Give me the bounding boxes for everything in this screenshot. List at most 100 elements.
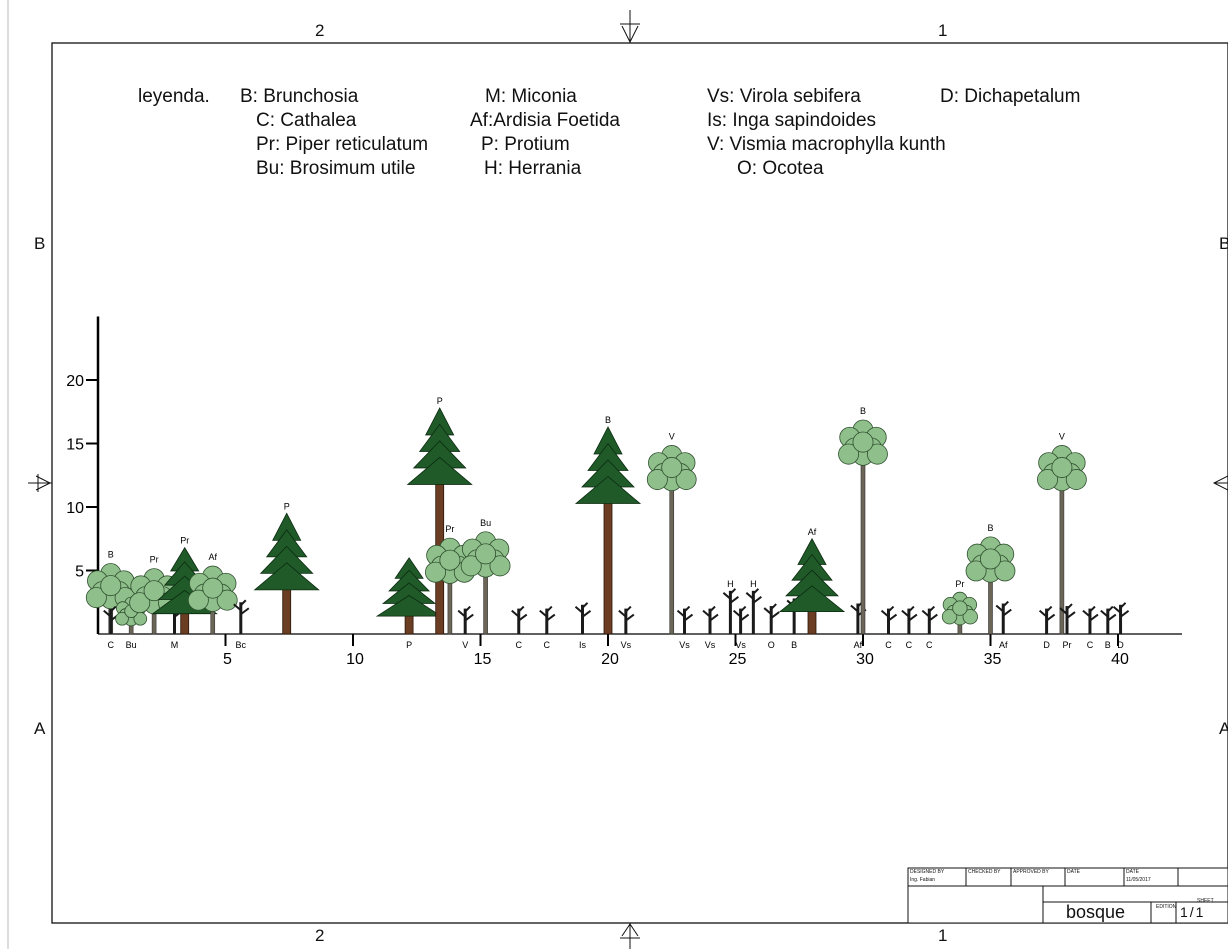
branch: [1089, 605, 1096, 613]
branch: [770, 603, 777, 610]
x-tick-label: 40: [1111, 651, 1129, 668]
branch: [240, 607, 250, 616]
leaf-cluster: [965, 560, 987, 582]
tree-label: B: [860, 406, 866, 416]
tree-label: P: [284, 501, 290, 511]
branch: [574, 606, 584, 614]
tree-label: Bu: [126, 640, 137, 650]
crown-tier: [574, 475, 642, 504]
tree-label: Pr: [1063, 640, 1072, 650]
branch: [921, 609, 930, 618]
tree-shrub: [702, 605, 719, 634]
leaf-cluster: [1037, 469, 1058, 490]
tree-round: [187, 565, 238, 635]
tree-label: O: [768, 640, 775, 650]
title-block: [907, 867, 1228, 924]
branch: [625, 605, 632, 613]
tree-label: Af: [208, 552, 217, 562]
top-center-marker: [620, 10, 640, 44]
branch: [1045, 605, 1053, 613]
branch: [1112, 606, 1122, 614]
branch: [539, 609, 548, 618]
tree-label: C: [1087, 640, 1094, 650]
branch: [709, 605, 716, 613]
x-tick-label: 10: [346, 651, 364, 668]
leaf-cluster: [838, 443, 860, 465]
tree-shrub: [233, 599, 250, 634]
branch: [1107, 613, 1117, 622]
tree-label: D: [1117, 640, 1124, 650]
tree-label: C: [926, 640, 933, 650]
zone-right-a: A: [1219, 719, 1228, 738]
checked-by-label: CHECKED BY: [968, 869, 1001, 875]
branch: [511, 609, 520, 618]
tree-label: V: [669, 432, 675, 442]
y-tick-label: 15: [66, 437, 84, 454]
branch: [618, 609, 627, 618]
sheet-number: 1/1: [1180, 904, 1206, 920]
leaf-cluster: [425, 561, 446, 583]
branch: [1066, 603, 1073, 610]
tree-label: B: [791, 640, 797, 650]
leaf-cluster: [85, 587, 107, 609]
legend-item: B: Brunchosia: [240, 86, 359, 107]
tree-label: P: [437, 396, 443, 406]
tree-label: Pr: [180, 536, 189, 546]
leaf-cluster: [1051, 457, 1073, 478]
leaf-cluster: [460, 555, 482, 577]
tree-label: H: [727, 579, 734, 589]
tree-label: C: [516, 640, 523, 650]
tree-label: Pr: [150, 555, 159, 565]
tree-conifer: [375, 557, 443, 635]
leaf-cluster: [216, 589, 238, 611]
tree-shrub: [880, 605, 898, 634]
branch: [729, 588, 737, 595]
tree-label: C: [544, 640, 551, 650]
legend-item: H: Herrania: [484, 158, 582, 179]
legend-item: M: Miconia: [485, 86, 577, 107]
branch: [240, 599, 247, 606]
leaf-cluster: [994, 560, 1016, 582]
x-tick-label: 30: [856, 651, 874, 668]
branch: [739, 613, 750, 622]
tree-label: C: [108, 640, 115, 650]
designed-by-value: Ing. Fabian: [910, 877, 936, 883]
tree-label: B: [605, 415, 611, 425]
tree-shrub: [676, 605, 694, 634]
x-tick-label: 25: [729, 651, 747, 668]
leaf-cluster: [475, 543, 497, 565]
legend-item: Bu: Brosimum utile: [256, 158, 416, 179]
branch: [625, 613, 635, 622]
branch: [722, 592, 732, 600]
right-center-marker: [1212, 475, 1228, 491]
tree-shrub: [618, 605, 635, 634]
tree-shrub: [921, 605, 938, 634]
tree-shrub: [745, 588, 762, 634]
leaf-cluster: [866, 443, 888, 465]
tree-label: C: [885, 640, 892, 650]
zone-right-b: B: [1219, 234, 1228, 253]
date-value: 11/05/2017: [1126, 877, 1151, 883]
tree-conifer: [406, 407, 473, 635]
branch: [752, 588, 760, 595]
branch: [518, 605, 525, 613]
leaf-cluster: [980, 548, 1001, 570]
branch: [1002, 600, 1009, 608]
tree-shrub: [763, 603, 780, 634]
branch: [546, 605, 553, 613]
tree-label: M: [171, 640, 179, 650]
branch: [457, 609, 466, 618]
zone-bottom-left: 2: [315, 926, 325, 945]
branch: [518, 613, 528, 622]
y-tick-label: 20: [66, 373, 84, 390]
legend-item: O: Ocotea: [737, 158, 824, 179]
tree-label: C: [906, 640, 913, 650]
branch: [1089, 613, 1099, 622]
tree-shrub: [732, 605, 750, 634]
tree-shrub: [1100, 605, 1117, 634]
tree-shrub: [901, 605, 918, 634]
tree-label: B: [987, 523, 993, 533]
tree-label: Pr: [445, 524, 454, 534]
branch: [546, 613, 556, 622]
